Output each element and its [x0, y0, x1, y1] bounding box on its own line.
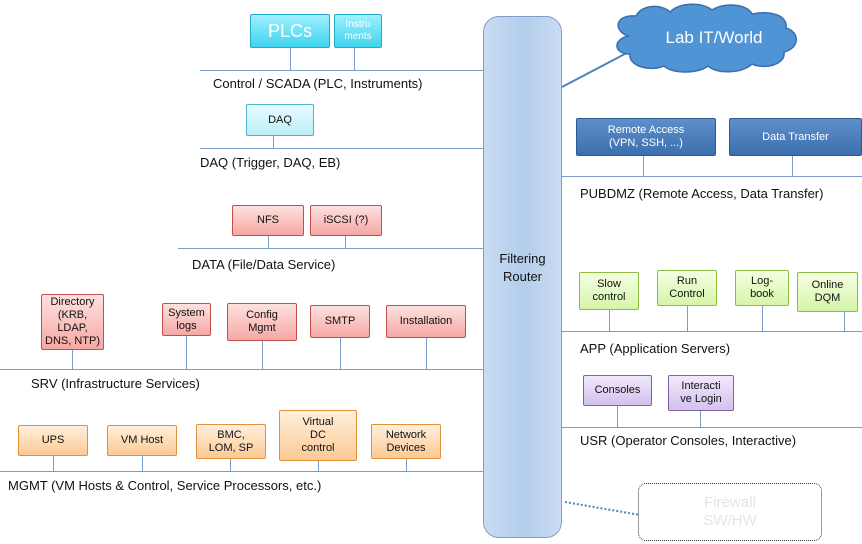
data-transfer-node: Data Transfer [729, 118, 862, 156]
daq-network-label: DAQ (Trigger, DAQ, EB) [200, 155, 341, 170]
data-network-label: DATA (File/Data Service) [192, 257, 336, 272]
connector [406, 459, 407, 471]
connector [53, 456, 54, 471]
srv-network-line [0, 369, 483, 370]
connector [700, 411, 701, 427]
interactive-login-node: Interacti ve Login [668, 375, 734, 411]
connector [186, 336, 187, 369]
connector [318, 461, 319, 471]
app-network-label: APP (Application Servers) [580, 341, 731, 356]
config-mgmt-node: Config Mgmt [227, 303, 297, 341]
connector [340, 338, 341, 369]
connector [142, 456, 143, 471]
connector [354, 48, 355, 70]
daq-network-line [200, 148, 483, 149]
instruments-node: Instru ments [334, 14, 382, 48]
bmc-node: BMC, LOM, SP [196, 424, 266, 459]
connector [268, 236, 269, 248]
smtp-node: SMTP [310, 305, 370, 338]
connector [762, 306, 763, 331]
directory-node: Directory (KRB, LDAP, DNS, NTP) [41, 294, 104, 350]
control-network-line [200, 70, 483, 71]
virtual-dc-control-node: Virtual DC control [279, 410, 357, 461]
remote-access-node: Remote Access (VPN, SSH, ...) [576, 118, 716, 156]
connector [262, 341, 263, 369]
firewall-link [564, 501, 641, 516]
cloud-shape [616, 3, 797, 73]
connector [609, 310, 610, 331]
pubdmz-network-line [562, 176, 862, 177]
connector [792, 156, 793, 176]
run-control-node: Run Control [657, 270, 717, 306]
connector [273, 136, 274, 148]
pubdmz-network-label: PUBDMZ (Remote Access, Data Transfer) [580, 186, 824, 201]
iscsi-node: iSCSI (?) [310, 205, 382, 236]
filtering-router [483, 16, 562, 538]
mgmt-network-line [0, 471, 483, 472]
cloud-label: Lab IT/World [665, 28, 763, 47]
connector [72, 350, 73, 369]
app-network-line [562, 331, 862, 332]
installation-node: Installation [386, 305, 466, 338]
connector [426, 338, 427, 369]
filtering-router-label: Filtering Router [499, 251, 546, 284]
logbook-node: Log- book [735, 270, 789, 306]
plcs-node: PLCs [250, 14, 330, 48]
slow-control-node: Slow control [579, 272, 639, 310]
system-logs-node: System logs [162, 303, 211, 336]
mgmt-network-label: MGMT (VM Hosts & Control, Service Proces… [8, 478, 322, 493]
firewall-box: Firewall SW/HW [638, 483, 822, 541]
connector [643, 156, 644, 176]
connector [687, 306, 688, 331]
online-dqm-node: Online DQM [797, 272, 858, 312]
network-devices-node: Network Devices [371, 424, 441, 459]
usr-network-line [562, 427, 862, 428]
vm-host-node: VM Host [107, 425, 177, 456]
connector [290, 48, 291, 70]
usr-network-label: USR (Operator Consoles, Interactive) [580, 433, 797, 448]
consoles-node: Consoles [583, 375, 652, 406]
connector [844, 312, 845, 331]
data-network-line [178, 248, 483, 249]
daq-node: DAQ [246, 104, 314, 136]
ups-node: UPS [18, 425, 88, 456]
connector [345, 236, 346, 248]
connector [230, 459, 231, 471]
srv-network-label: SRV (Infrastructure Services) [31, 376, 200, 391]
nfs-node: NFS [232, 205, 304, 236]
connector [617, 406, 618, 427]
control-network-label: Control / SCADA (PLC, Instruments) [213, 76, 423, 91]
